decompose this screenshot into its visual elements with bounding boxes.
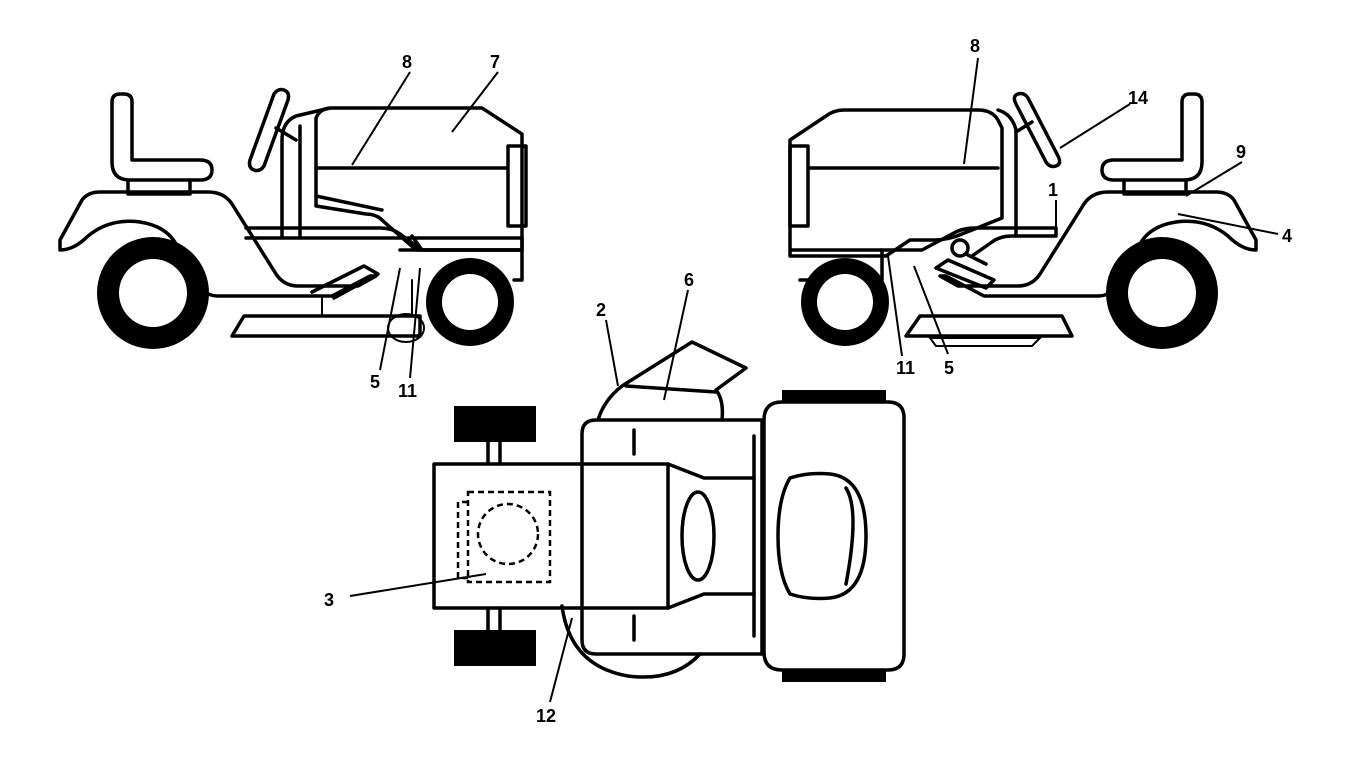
mower-deck-right-view (904, 314, 1074, 338)
callout-1: 1 (1048, 180, 1058, 200)
callout-11-left: 11 (398, 381, 417, 401)
rear-fender-right-view (938, 190, 1258, 298)
steering-wheel-right-view (1012, 91, 1062, 169)
seat-left-view (110, 92, 214, 182)
callout-5-right: 5 (944, 358, 954, 378)
callout-8-left: 8 (402, 52, 412, 72)
front-wheel-top-left (454, 406, 536, 442)
steering-wheel-left-view (247, 87, 291, 173)
callout-7: 7 (490, 52, 500, 72)
mower-deck-left-view (230, 314, 422, 338)
hood-top-view (432, 462, 670, 610)
callout-6: 6 (684, 270, 694, 290)
discharge-chute-top-view (596, 340, 748, 422)
mower-deck-top-view (580, 418, 764, 656)
callout-9: 9 (1236, 142, 1246, 162)
callout-3: 3 (324, 590, 334, 610)
tractor-left-side-view (58, 87, 528, 349)
callout-11-right: 11 (896, 358, 915, 378)
callout-4: 4 (1282, 226, 1292, 246)
leader-lines (349, 57, 1279, 703)
callout-12: 12 (536, 706, 556, 726)
seat-right-view (1100, 92, 1204, 182)
tractor-right-side-view (788, 91, 1258, 349)
callout-14: 14 (1128, 88, 1148, 108)
rear-body-top-view (762, 400, 906, 672)
callout-8-right: 8 (970, 36, 980, 56)
tractor-top-view (432, 340, 906, 682)
callout-2: 2 (596, 300, 606, 320)
hood-right-view (788, 108, 1004, 258)
chassis-left-view (244, 226, 524, 252)
seat-top-view (776, 471, 868, 601)
front-wheel-top-right (454, 630, 536, 666)
callout-labels: 8 7 5 11 8 14 9 1 4 11 5 2 6 3 12 (324, 36, 1292, 726)
rear-fender-left-view (58, 190, 378, 298)
callout-5-left: 5 (370, 372, 380, 392)
